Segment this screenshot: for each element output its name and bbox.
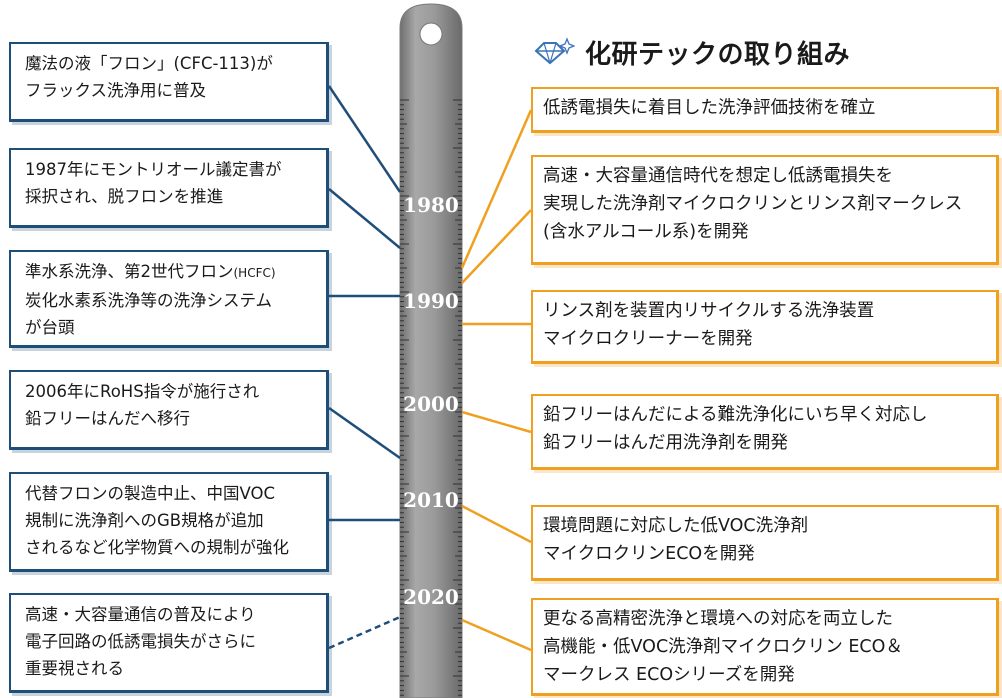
event-line: が台頭 [25,318,75,337]
event-line: 高機能・低VOC洗浄剤マイクロクリン ECO＆ [543,637,903,657]
year-2000: 2000 [403,392,459,416]
connector-left-6 [328,615,401,650]
event-line: (含水アルコール系)を開発 [543,222,749,242]
hcfc-note: (HCFC) [233,266,276,280]
left-event-montreal: 1987年にモントリオール議定書が 採択され、脱フロンを推進 [9,148,329,228]
connector-left-1 [327,85,402,193]
year-2020: 2020 [403,585,459,609]
event-line: 鉛フリーはんだ用洗浄剤を開発 [543,433,788,453]
event-line: 魔法の液「フロン」(CFC-113)が [25,54,273,73]
event-line: 鉛フリーはんだへ移行 [25,409,190,428]
left-event-alt-cleaning: 準水系洗浄、第2世代フロン(HCFC) 炭化水素系洗浄等の洗浄システム が台頭 [9,250,329,348]
right-event-microcleaner: リンス剤を装置内リサイクルする洗浄装置 マイクロクリーナーを開発 [531,290,999,364]
event-line-text: 準水系洗浄、第2世代フロン [25,262,234,281]
year-2010: 2010 [403,488,459,512]
event-line: 2006年にRoHS指令が施行され [25,382,260,401]
right-event-leadfree: 鉛フリーはんだによる難洗浄化にいち早く対応し 鉛フリーはんだ用洗浄剤を開発 [531,394,999,470]
left-event-cfc: 魔法の液「フロン」(CFC-113)が フラックス洗浄用に普及 [9,42,329,122]
event-line: 環境問題に対応した低VOC洗浄剤 [543,516,809,536]
event-line: 更なる高精密洗浄と環境への対応を両立した [543,609,893,629]
section-title: 化研テックの取り組み [533,32,850,72]
connector-right-4 [461,410,532,434]
event-line: 重要視される [25,659,124,678]
left-event-voc-regulation: 代替フロンの製造中止、中国VOC 規制に洗浄剤へのGB規格が追加 されるなど化学… [9,472,329,572]
right-event-eco-series: 更なる高精密洗浄と環境への対応を両立した 高機能・低VOC洗浄剤マイクロクリン … [531,598,999,696]
ruler-body [399,3,463,698]
connector-right-1 [460,109,533,269]
event-line: 鉛フリーはんだによる難洗浄化にいち早く対応し [543,405,928,425]
year-1990: 1990 [403,289,459,313]
right-event-microclean: 高速・大容量通信時代を想定し低誘電損失を 実現した洗浄剤マイクロクリンとリンス剤… [531,155,999,265]
event-line: フラックス洗浄用に普及 [25,81,207,100]
event-line: されるなど化学物質への規制が強化 [25,538,289,557]
connector-right-2 [461,209,532,284]
right-event-low-voc: 環境問題に対応した低VOC洗浄剤 マイクロクリンECOを開発 [531,505,999,581]
event-line: マイクロクリーナーを開発 [543,329,753,349]
event-line: 規制に洗浄剤へのGB規格が追加 [25,511,264,530]
event-line: 代替フロンの製造中止、中国VOC [25,484,276,503]
event-line: マークレス ECOシリーズを開発 [543,665,795,685]
event-line: 高速・大容量通信時代を想定し低誘電損失を [543,166,893,186]
event-line: 採択され、脱フロンを推進 [25,187,224,206]
page-title: 化研テックの取り組み [585,39,851,70]
connector-right-5 [461,504,532,544]
year-labels: 1980 1990 2000 2010 2020 [403,193,459,609]
connector-left-4 [328,406,401,460]
event-line: 準水系洗浄、第2世代フロン(HCFC) [25,258,316,287]
gem-sparkle-icon [534,37,575,65]
ruler-hole [419,22,443,46]
event-line: 実現した洗浄剤マイクロクリンとリンス剤マークレス [543,194,963,214]
left-event-high-speed: 高速・大容量通信の普及により 電子回路の低誘電損失がさらに 重要視される [9,593,329,693]
connector-right-6 [461,618,532,652]
event-line: 炭化水素系洗浄等の洗浄システム [25,291,273,310]
right-event-eval-tech: 低誘電損失に着目した洗浄評価技術を確立 [531,87,999,133]
event-line: 低誘電損失に着目した洗浄評価技術を確立 [543,98,876,118]
left-event-rohs: 2006年にRoHS指令が施行され 鉛フリーはんだへ移行 [9,370,329,450]
event-line: 電子回路の低誘電損失がさらに [25,632,256,651]
event-line: 1987年にモントリオール議定書が [25,160,282,179]
event-line: マイクロクリンECOを開発 [543,544,755,564]
event-line: 高速・大容量通信の普及により [25,605,256,624]
connector-left-2 [328,188,401,249]
event-line: リンス剤を装置内リサイクルする洗浄装置 [543,301,875,321]
ruler-ticks [400,99,462,696]
year-1980: 1980 [403,193,459,217]
